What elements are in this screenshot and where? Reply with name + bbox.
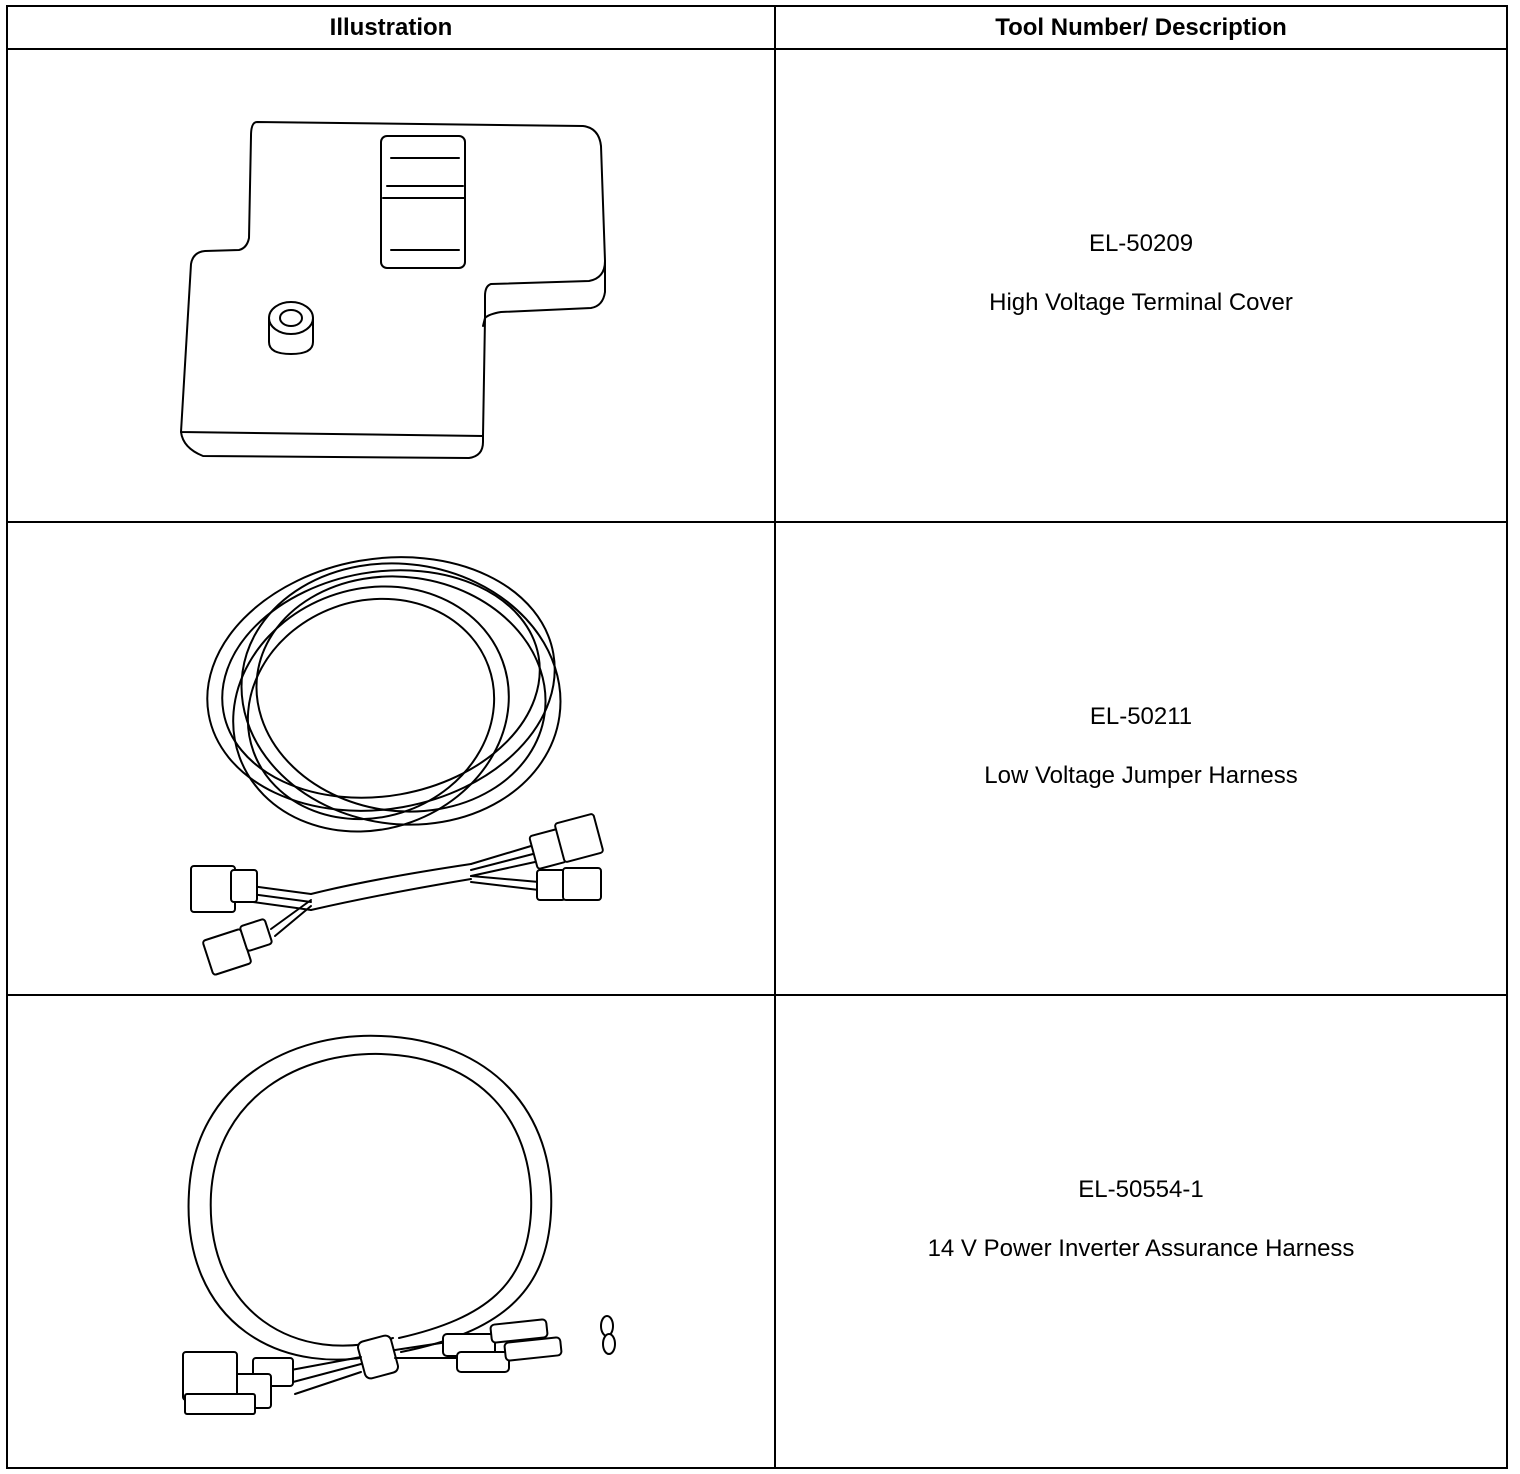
- jumper-harness-icon: [190, 555, 604, 976]
- tool-description: Low Voltage Jumper Harness: [984, 762, 1298, 789]
- header-tool-number-description: Tool Number/ Description: [774, 5, 1508, 50]
- illustration-cell: [6, 521, 776, 996]
- tool-description: High Voltage Terminal Cover: [989, 289, 1293, 316]
- table-row: EL-50554-1 14 V Power Inverter Assurance…: [6, 994, 1508, 1469]
- illustration-cell: [6, 48, 776, 523]
- table-row: EL-50211 Low Voltage Jumper Harness: [6, 521, 1508, 996]
- header-row: Illustration Tool Number/ Description: [6, 5, 1508, 50]
- illustration-cell: [6, 994, 776, 1469]
- terminal-cover-icon: [180, 120, 606, 459]
- tool-number: EL-50211: [1089, 703, 1193, 730]
- tool-number: EL-50554-1: [1078, 1176, 1204, 1203]
- header-illustration: Illustration: [6, 5, 776, 50]
- table-row: EL-50209 High Voltage Terminal Cover: [6, 48, 1508, 523]
- assurance-harness-icon: [182, 1034, 616, 1415]
- tools-table: Illustration Tool Number/ Description: [6, 5, 1508, 1469]
- description-cell: EL-50211 Low Voltage Jumper Harness: [774, 521, 1508, 996]
- tool-number: EL-50209: [1088, 230, 1194, 257]
- description-cell: EL-50554-1 14 V Power Inverter Assurance…: [774, 994, 1508, 1469]
- tool-description: 14 V Power Inverter Assurance Harness: [927, 1235, 1355, 1262]
- description-cell: EL-50209 High Voltage Terminal Cover: [774, 48, 1508, 523]
